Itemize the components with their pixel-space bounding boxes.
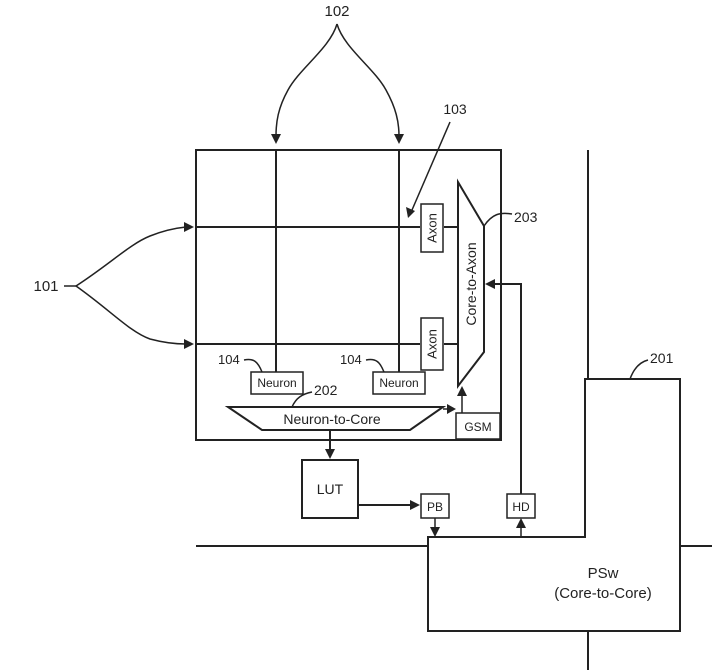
ref-203: 203 bbox=[514, 209, 538, 225]
neuron-to-core-router bbox=[224, 406, 447, 431]
ref-102-arrowhead-left bbox=[271, 134, 281, 144]
ref-202: 202 bbox=[314, 382, 338, 398]
psw-router bbox=[427, 378, 681, 632]
ref-104-right-leader bbox=[365, 358, 385, 373]
neuron-to-core-label: Neuron-to-Core bbox=[283, 411, 380, 427]
axon-box-bottom bbox=[420, 317, 444, 371]
pb-label: PB bbox=[427, 500, 443, 514]
n2c-to-gsm-arrowhead bbox=[447, 404, 456, 414]
n2c-to-lut-arrowhead bbox=[325, 449, 335, 459]
ref-104-left: 104 bbox=[218, 352, 240, 367]
ref-102-leader-right bbox=[336, 23, 400, 137]
hd-to-c2a-arrowhead bbox=[485, 279, 495, 289]
gsm-box bbox=[455, 412, 501, 440]
ref-104-right: 104 bbox=[340, 352, 362, 367]
ref-103-arrowhead bbox=[406, 207, 415, 218]
ref-201-leader bbox=[629, 359, 649, 380]
ref-203-leader bbox=[483, 212, 513, 227]
ref-101-leader-bottom bbox=[75, 285, 187, 345]
psw-subtitle: (Core-to-Core) bbox=[554, 585, 652, 602]
ref-102-arrowhead-right bbox=[394, 134, 404, 144]
neuron-box-right bbox=[372, 371, 426, 395]
hd-to-c2a-path bbox=[494, 283, 522, 494]
ref-103: 103 bbox=[443, 101, 467, 117]
neuron-label-left: Neuron bbox=[257, 376, 296, 390]
lut-box bbox=[301, 459, 359, 519]
neuron-box-left bbox=[250, 371, 304, 395]
neuron-label-right: Neuron bbox=[379, 376, 418, 390]
psw-title: PSw bbox=[588, 565, 619, 582]
psw-to-hd-arrowhead bbox=[516, 518, 526, 528]
lut-label: LUT bbox=[317, 481, 344, 497]
axon-box-top bbox=[420, 203, 444, 253]
ref-101: 101 bbox=[33, 278, 58, 295]
ref-103-leader bbox=[411, 121, 451, 211]
core-to-axon-label: Core-to-Axon bbox=[463, 242, 479, 325]
ref-104-left-leader bbox=[243, 358, 263, 373]
gsm-to-c2a-arrowhead bbox=[457, 386, 467, 396]
ref-101-arrowhead-bottom bbox=[184, 339, 194, 349]
ref-202-leader bbox=[291, 391, 313, 408]
core-frame bbox=[195, 149, 502, 441]
ref-102-leader-left bbox=[275, 23, 338, 137]
gsm-label: GSM bbox=[464, 420, 491, 434]
lut-to-pb-arrowhead bbox=[410, 500, 420, 510]
ref-201: 201 bbox=[650, 350, 674, 366]
axon-label-top: Axon bbox=[425, 213, 440, 243]
axon-label-bottom: Axon bbox=[425, 329, 440, 359]
ref-101-leader-top bbox=[75, 226, 187, 287]
pb-to-psw-arrowhead bbox=[430, 527, 440, 537]
core-to-axon-router bbox=[457, 178, 485, 389]
pb-box bbox=[420, 493, 450, 519]
ref-101-arrowhead-top bbox=[184, 222, 194, 232]
hd-label: HD bbox=[512, 500, 530, 514]
ref-102: 102 bbox=[324, 3, 349, 20]
